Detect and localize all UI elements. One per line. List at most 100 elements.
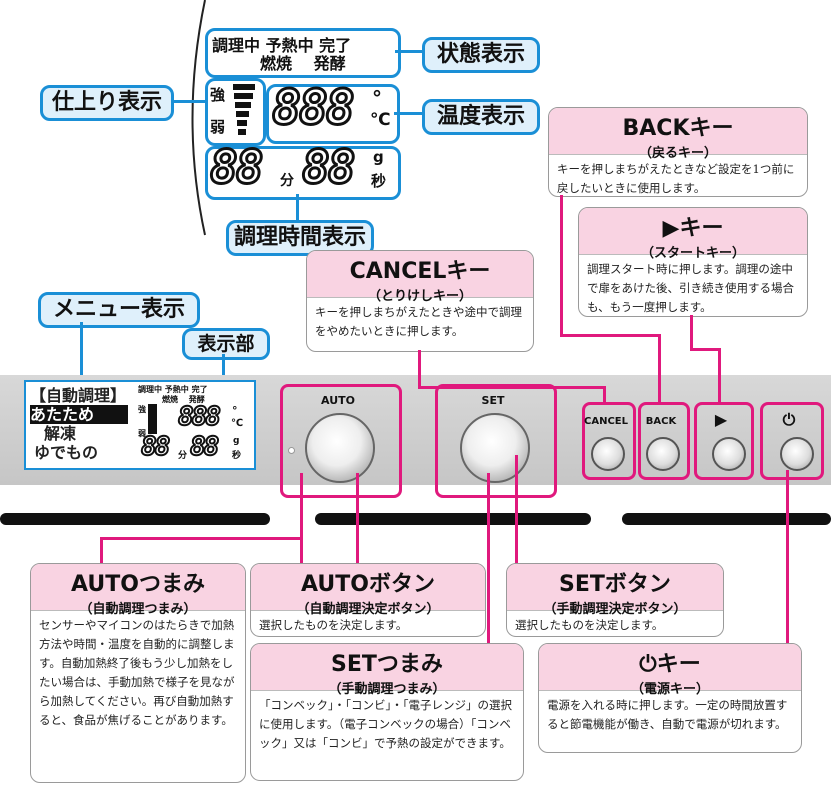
mini-status-line-1: 調理中 予熱中 完了 <box>138 385 208 394</box>
status-display-box <box>205 28 401 78</box>
card-subtitle: （スタートキー） <box>640 246 745 261</box>
second-unit: 秒 <box>371 172 387 190</box>
card-subtitle: （自動調理つまみ） <box>79 602 197 617</box>
back-key-card: BACKキー （戻るキー） キーを押しまちがえたときなど設定を1つ前に戻したいと… <box>548 107 808 197</box>
mini-second-unit: 秒 <box>232 451 242 461</box>
menu-display-callout: メニュー表示 <box>38 292 200 328</box>
back-label: BACK <box>645 416 677 427</box>
leader-line <box>171 100 205 103</box>
leader-line <box>418 350 421 388</box>
card-subtitle: （電源キー） <box>630 682 709 697</box>
back-button[interactable] <box>646 437 680 471</box>
card-body: キーを押しまちがえたときや途中で調理をやめたいときに押します。 <box>315 305 522 338</box>
strength-bar <box>237 120 247 126</box>
cancel-key-card: CANCELキー （とりけしキー） キーを押しまちがえたときや途中で調理をやめた… <box>306 250 534 352</box>
strength-bar <box>234 93 253 99</box>
status-line-2: 燃焼 発酵 <box>260 54 346 73</box>
panel-display: 【自動調理】 あたため 解凍 ゆでもの 調理中 予熱中 完了 燃焼 発酵 強 弱… <box>24 380 256 470</box>
set-knob[interactable] <box>460 413 530 483</box>
leader-line <box>560 334 660 337</box>
leader-line <box>100 537 302 540</box>
power-highlight <box>760 402 824 480</box>
card-subtitle: （手動調理つまみ） <box>328 682 446 697</box>
degree-symbol: ° <box>372 86 382 110</box>
leader-line <box>515 455 518 565</box>
power-button[interactable] <box>780 437 814 471</box>
card-body: キーを押しまちがえたときなど設定を1つ前に戻したいときに使用します。 <box>557 162 795 195</box>
start-highlight <box>694 402 754 480</box>
card-subtitle: （戻るキー） <box>638 146 717 161</box>
auto-button-card: AUTOボタン （自動調理決定ボタン） 選択したものを決定します。 <box>250 563 486 637</box>
card-title: AUTOボタン <box>301 572 435 597</box>
start-button[interactable] <box>712 437 746 471</box>
mini-minute-unit: 分 <box>178 451 188 461</box>
card-body: 「コンベック」・「コンビ」・「電子レンジ」の選択に使用します。（電子コンベックの… <box>259 698 512 750</box>
set-button-card: SETボタン （手動調理決定ボタン） 選択したものを決定します。 <box>506 563 724 637</box>
minute-unit: 分 <box>280 173 294 189</box>
menu-item-defrost: 解凍 <box>44 424 77 443</box>
auto-highlight <box>280 384 402 498</box>
auto-label: AUTO <box>321 394 355 407</box>
leader-line <box>80 322 83 382</box>
card-title: SETつまみ <box>331 652 443 677</box>
finish-display-callout: 仕上り表示 <box>40 85 174 121</box>
card-body: 選択したものを決定します。 <box>515 618 664 632</box>
cancel-button[interactable] <box>591 437 625 471</box>
leader-line <box>300 473 303 565</box>
time-seconds-digits: 88 <box>300 139 356 196</box>
mini-celsius: ℃ <box>231 418 244 429</box>
gram-unit: g <box>373 148 384 166</box>
strength-bar <box>235 102 251 108</box>
set-highlight <box>435 384 557 498</box>
mini-temperature-digits: 888 <box>177 401 222 433</box>
mini-strength-bar <box>148 404 157 434</box>
card-body: 調理スタート時に押します。調理の途中で扉をあけた後、引き続き使用する場合も、もう… <box>587 262 794 314</box>
card-title: ⏻キー <box>639 652 701 677</box>
card-title: BACKキー <box>622 116 734 141</box>
card-title: AUTOつまみ <box>71 572 205 597</box>
card-body: センサーやマイコンのはたらきで加熱方法や時間・温度を自動的に調整します。自動加熱… <box>39 618 235 727</box>
strength-bar <box>238 129 246 135</box>
power-key-card: ⏻キー （電源キー） 電源を入れる時に押します。一定の時間放置すると節電機能が働… <box>538 643 802 753</box>
leader-line <box>487 473 490 645</box>
mini-minutes-digits: 88 <box>140 431 171 463</box>
display-part-callout: 表示部 <box>182 328 270 360</box>
leader-line <box>690 315 693 350</box>
menu-item-reheat: あたため <box>30 405 128 424</box>
leader-line <box>690 348 720 351</box>
leader-line <box>603 386 606 404</box>
cancel-highlight <box>582 402 636 480</box>
back-highlight <box>638 402 690 480</box>
auto-knob-card: AUTOつまみ （自動調理つまみ） センサーやマイコンのはたらきで加熱方法や時間… <box>30 563 246 783</box>
card-subtitle: （自動調理決定ボタン） <box>296 602 440 617</box>
start-symbol: ▶ <box>714 410 728 429</box>
leader-line <box>296 194 299 220</box>
cook-time-display-box <box>205 146 401 200</box>
card-title: CANCELキー <box>349 259 491 284</box>
menu-list: 【自動調理】 あたため 解凍 ゆでもの <box>30 386 128 462</box>
status-display-callout: 状態表示 <box>422 37 540 73</box>
mini-seconds-digits: 88 <box>189 431 220 463</box>
lcd-frame-curve <box>191 0 206 236</box>
temperature-display-callout: 温度表示 <box>422 99 540 135</box>
menu-item-boil: ゆでもの <box>34 443 99 462</box>
time-minutes-digits: 88 <box>208 139 264 196</box>
set-label: SET <box>481 394 505 407</box>
card-body: 選択したものを決定します。 <box>259 618 408 632</box>
panel-stripe <box>622 513 831 525</box>
card-title: SETボタン <box>559 572 671 597</box>
leader-line <box>786 470 789 645</box>
indicator-led <box>288 447 295 454</box>
status-line-1: 調理中 予熱中 完了 <box>212 36 352 55</box>
leader-line <box>100 537 103 565</box>
celsius-unit: ℃ <box>370 110 391 130</box>
leader-line <box>560 195 563 335</box>
card-title: ▶キー <box>662 216 724 241</box>
set-knob-card: SETつまみ （手動調理つまみ） 「コンベック」・「コンビ」・「電子レンジ」の選… <box>250 643 524 781</box>
leader-line <box>418 386 605 389</box>
power-symbol: ⏻ <box>782 410 796 429</box>
strength-high-label: 強 <box>210 86 226 104</box>
auto-knob[interactable] <box>305 413 375 483</box>
leader-line <box>395 50 423 53</box>
card-body: 電源を入れる時に押します。一定の時間放置すると節電機能が働き、自動で電源が切れま… <box>547 698 788 731</box>
